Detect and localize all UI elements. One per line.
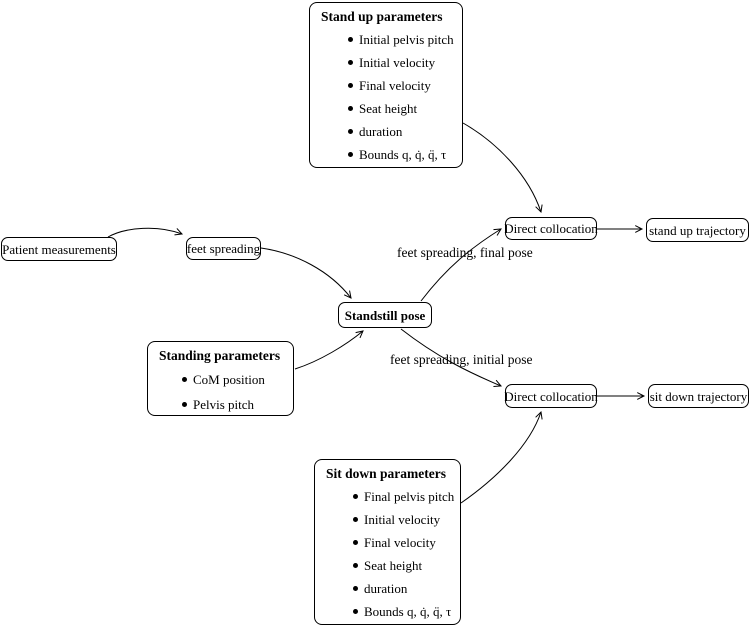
bullet-icon — [182, 377, 187, 382]
bullet-icon — [182, 402, 187, 407]
bullet-icon — [353, 517, 358, 522]
bullet-icon — [353, 494, 358, 499]
edge-feet-spreading-to-standstill — [260, 247, 352, 299]
stand-up-parameters-title: Stand up parameters — [321, 9, 443, 24]
edge-standing-params-to-standstill — [294, 330, 364, 370]
node-label: Direct collocation — [504, 221, 598, 236]
edge-standstill-to-direct-collocation-top — [420, 228, 502, 302]
edge-standstill-to-direct-collocation-bottom — [400, 328, 503, 388]
node-label: Patient measurements — [2, 241, 116, 257]
list-item: Initial velocity — [321, 51, 454, 74]
edge-standup-params-to-direct-collocation-top — [462, 122, 543, 214]
node-label: Direct collocation — [504, 388, 598, 404]
sit-down-parameters-title: Sit down parameters — [326, 466, 446, 481]
stand-up-parameters-list: Initial pelvis pitch Initial velocity Fi… — [321, 28, 454, 166]
bullet-icon — [353, 586, 358, 591]
list-item: Pelvis pitch — [159, 392, 285, 417]
standing-parameters-title: Standing parameters — [159, 348, 281, 363]
node-sit-down-trajectory: sit down trajectory — [648, 384, 749, 408]
edge-label-final-pose: feet spreading, final pose — [397, 245, 533, 260]
list-item: Initial pelvis pitch — [321, 28, 454, 51]
list-item: Bounds q, q̇, q̈, τ — [321, 143, 454, 166]
edge-label-initial-pose: feet spreading, initial pose — [390, 352, 533, 367]
bullet-icon — [348, 37, 353, 42]
list-item: Initial velocity — [326, 508, 452, 531]
list-item: CoM position — [159, 367, 285, 392]
bullet-icon — [348, 60, 353, 65]
sit-down-parameters-list: Final pelvis pitch Initial velocity Fina… — [326, 485, 454, 623]
list-item: Final velocity — [326, 531, 452, 554]
list-item: Seat height — [321, 97, 454, 120]
list-item: Bounds q, q̇, q̈, τ — [326, 600, 452, 623]
list-item: duration — [321, 120, 454, 143]
standing-parameters-list: CoM position Pelvis pitch — [159, 367, 285, 417]
bullet-icon — [348, 106, 353, 111]
node-stand-up-trajectory: stand up trajectory — [646, 218, 749, 242]
node-feet-spreading: feet spreading — [186, 237, 261, 260]
bullet-icon — [353, 540, 358, 545]
edge-patient-to-feet-spreading — [107, 227, 184, 238]
node-stand-up-parameters: Stand up parameters Initial pelvis pitch… — [309, 2, 463, 168]
bullet-icon — [353, 563, 358, 568]
node-label: feet spreading — [186, 241, 261, 256]
bullet-icon — [353, 609, 358, 614]
node-label: stand up trajectory — [649, 222, 746, 238]
bullet-icon — [348, 129, 353, 134]
bullet-icon — [348, 83, 353, 88]
list-item: duration — [326, 577, 452, 600]
list-item: Seat height — [326, 554, 452, 577]
node-direct-collocation-top: Direct collocation — [504, 217, 598, 240]
list-item: Final velocity — [321, 74, 454, 97]
node-standing-parameters: Standing parameters CoM position Pelvis … — [147, 341, 294, 416]
node-patient-measurements: Patient measurements — [1, 237, 117, 261]
node-label: sit down trajectory — [649, 388, 748, 404]
bullet-icon — [348, 152, 353, 157]
node-sit-down-parameters: Sit down parameters Final pelvis pitch I… — [314, 459, 461, 625]
edge-sitdown-params-to-direct-collocation-bottom — [460, 410, 543, 504]
node-standstill-pose: Standstill pose — [338, 302, 432, 328]
node-direct-collocation-bottom: Direct collocation — [504, 384, 598, 408]
list-item: Final pelvis pitch — [326, 485, 454, 508]
node-label: Standstill pose — [344, 307, 426, 323]
